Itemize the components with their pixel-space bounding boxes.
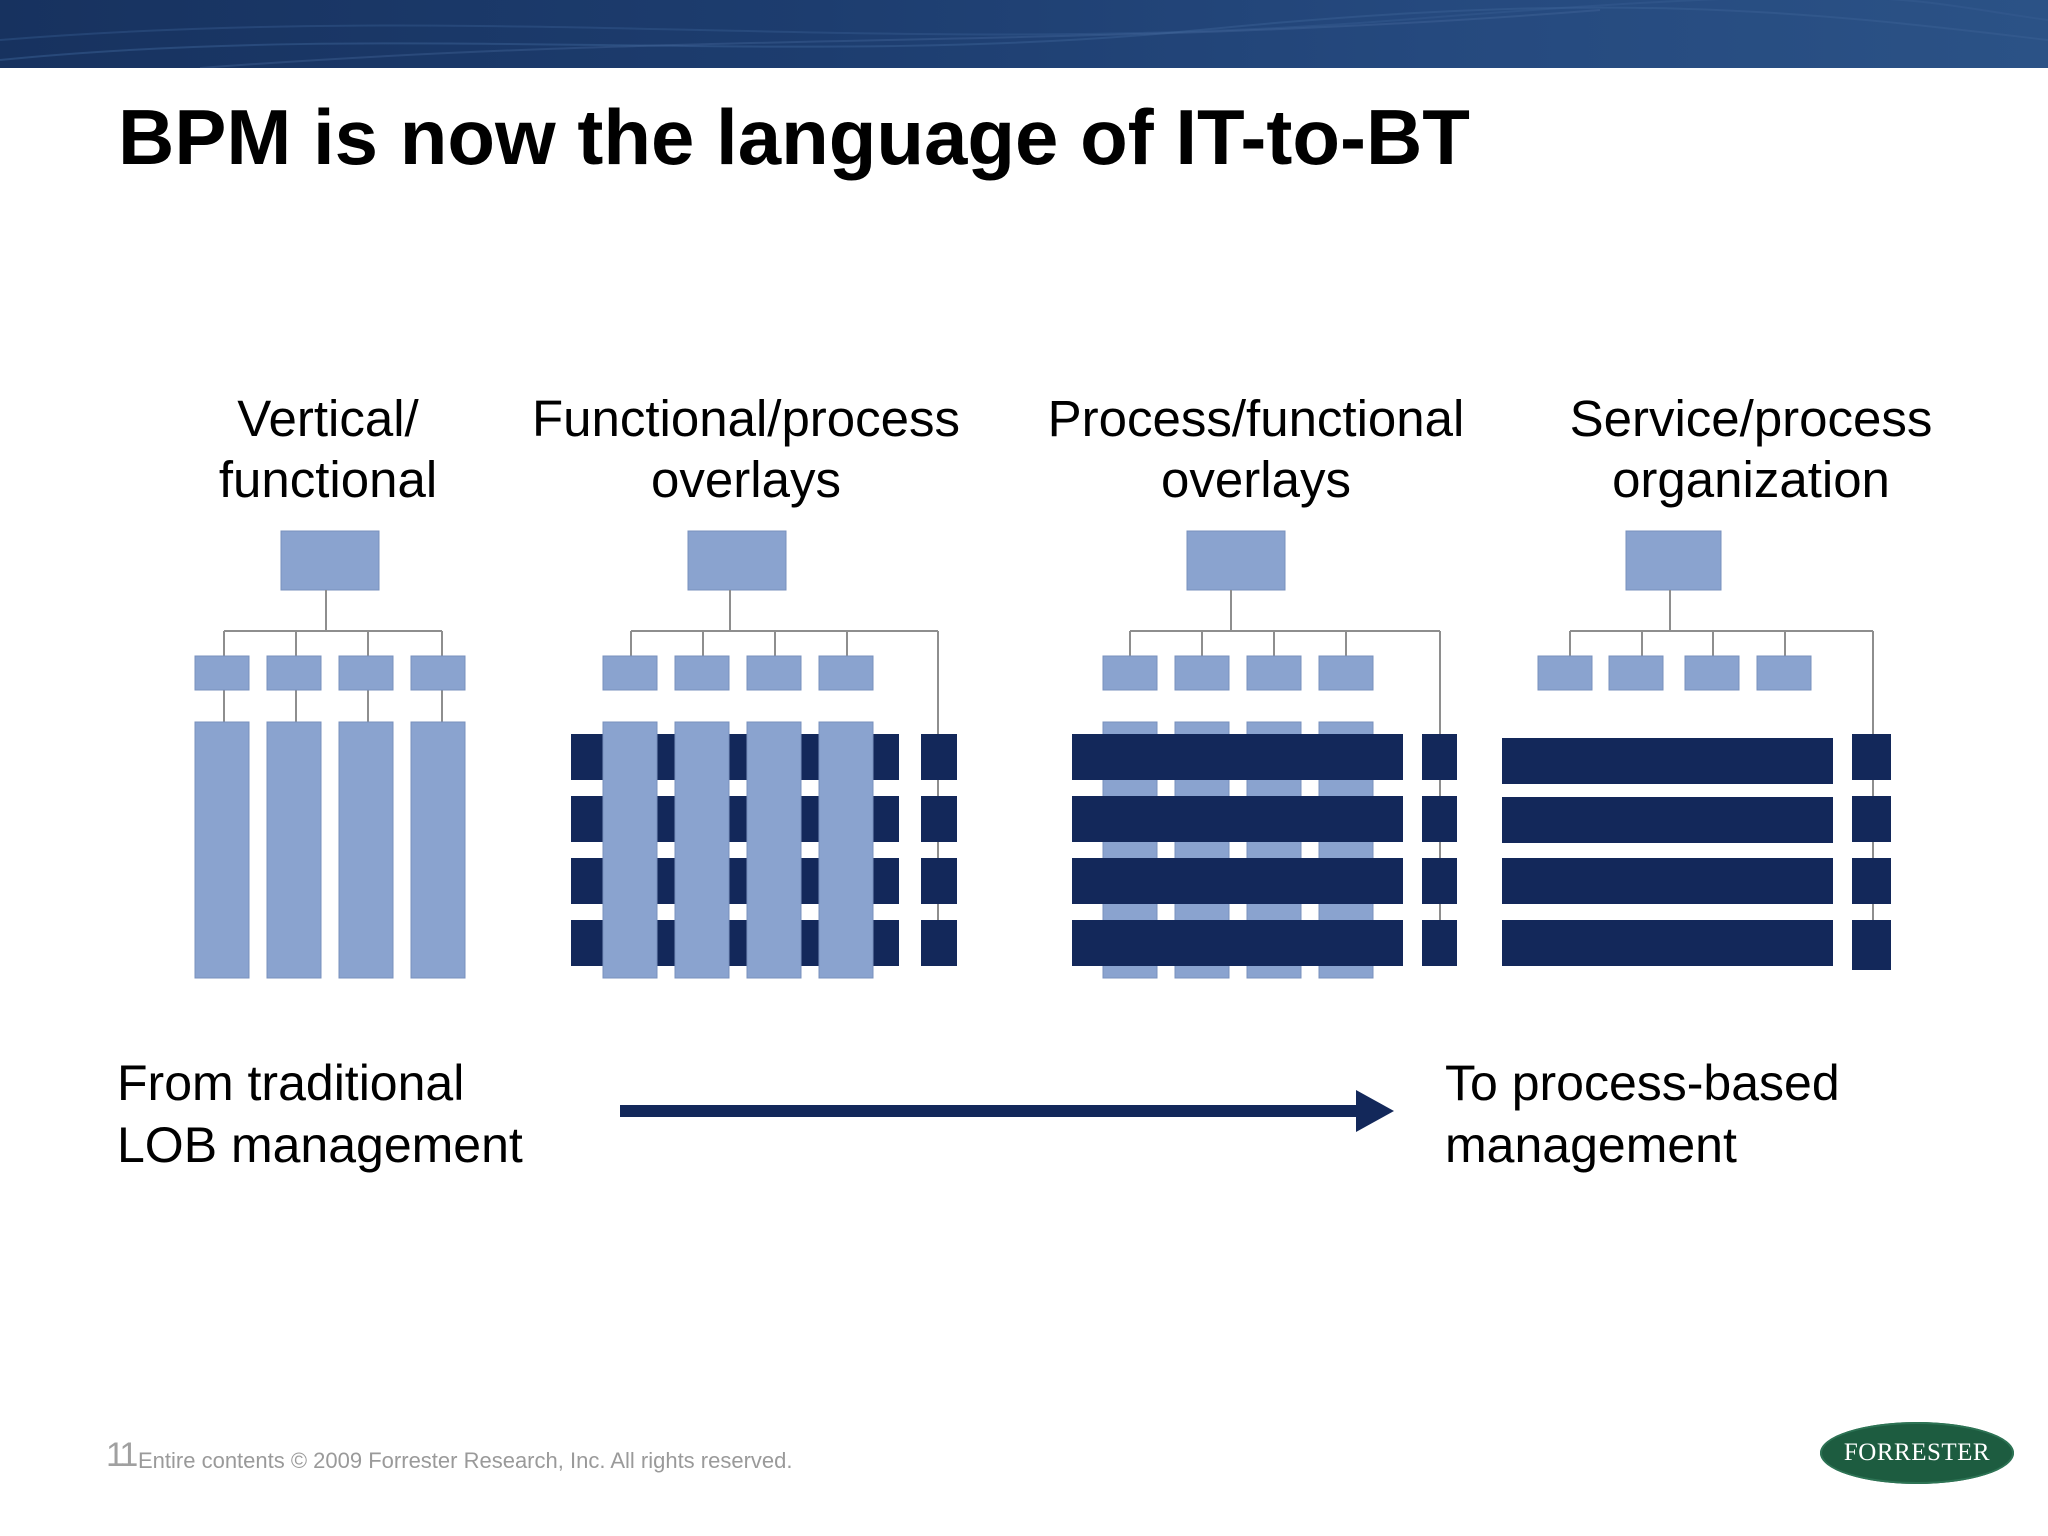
- process-owner-box: [921, 734, 957, 780]
- function-box: [1318, 655, 1374, 691]
- function-column: [266, 721, 322, 979]
- org-chart-service-process-organization: [1502, 530, 1891, 970]
- function-box: [1684, 655, 1740, 691]
- caption-line: management: [1445, 1117, 1737, 1173]
- process-owner-box: [1852, 734, 1891, 780]
- column-label-vertical-functional: Vertical/ functional: [93, 388, 563, 510]
- process-owner-box: [1852, 920, 1891, 970]
- function-box: [1537, 655, 1593, 691]
- progression-arrow: [620, 1090, 1394, 1132]
- column-label-line2: functional: [218, 451, 438, 508]
- function-box: [1756, 655, 1812, 691]
- service-bar: [1502, 858, 1833, 904]
- function-box: [194, 655, 250, 691]
- org-chart-process-functional-overlays: [1072, 530, 1457, 979]
- function-box: [338, 655, 394, 691]
- connector-lines: [1569, 590, 1874, 734]
- process-bar: [1072, 858, 1403, 904]
- function-box: [746, 655, 802, 691]
- column-label-line1: Vertical/: [237, 390, 419, 447]
- column-label-functional-process: Functional/process overlays: [511, 388, 981, 510]
- connector-lines: [223, 590, 443, 722]
- column-label-line1: Service/process: [1569, 390, 1933, 447]
- column-label-service-process: Service/process organization: [1516, 388, 1986, 510]
- org-chart-functional-process-overlays: [571, 530, 957, 979]
- function-box: [674, 655, 730, 691]
- function-column: [410, 721, 466, 979]
- process-bar: [1072, 796, 1403, 842]
- function-box: [1608, 655, 1664, 691]
- connector-lines: [1129, 590, 1441, 734]
- column-label-line1: Functional/process: [531, 390, 961, 447]
- org-root-box: [687, 530, 787, 591]
- function-box: [1174, 655, 1230, 691]
- forrester-logo: FORRESTER: [1820, 1422, 2014, 1484]
- column-label-line2: overlays: [651, 451, 841, 508]
- function-box: [1246, 655, 1302, 691]
- column-label-line1: Process/functional: [1047, 390, 1465, 447]
- header-swirl-decoration: [0, 0, 2048, 68]
- caption-line: From traditional: [117, 1055, 465, 1111]
- function-box: [602, 655, 658, 691]
- function-column: [194, 721, 250, 979]
- connector-lines: [630, 590, 939, 734]
- caption-line: To process-based: [1445, 1055, 1840, 1111]
- org-root-box: [1625, 530, 1722, 591]
- process-owner-box: [1422, 796, 1457, 842]
- column-label-line2: overlays: [1161, 451, 1351, 508]
- function-box: [410, 655, 466, 691]
- process-bar: [1072, 734, 1403, 780]
- process-owner-box: [1422, 858, 1457, 904]
- process-owner-box: [1422, 920, 1457, 966]
- logo-text: FORRESTER: [1843, 1439, 1991, 1466]
- function-column: [818, 721, 874, 979]
- caption-to-process-based: To process-based management: [1445, 1052, 1840, 1176]
- page-number: 11: [106, 1436, 138, 1474]
- process-bar: [1072, 920, 1403, 966]
- process-owner-box: [921, 920, 957, 966]
- caption-line: LOB management: [117, 1117, 523, 1173]
- process-owner-box: [1422, 734, 1457, 780]
- process-owner-box: [921, 858, 957, 904]
- header-band: [0, 0, 2048, 68]
- copyright-notice: Entire contents © 2009 Forrester Researc…: [138, 1448, 793, 1473]
- service-bar: [1502, 738, 1833, 784]
- slide-title: BPM is now the language of IT-to-BT: [118, 93, 1470, 181]
- caption-from-traditional: From traditional LOB management: [117, 1052, 523, 1176]
- org-root-box: [280, 530, 380, 591]
- process-owner-box: [1852, 858, 1891, 904]
- function-column: [674, 721, 730, 979]
- org-chart-vertical-functional: [194, 530, 466, 979]
- process-owner-box: [921, 796, 957, 842]
- service-bar: [1502, 797, 1833, 843]
- function-box: [1102, 655, 1158, 691]
- function-box: [818, 655, 874, 691]
- service-bar: [1502, 920, 1833, 966]
- function-column: [602, 721, 658, 979]
- function-column: [746, 721, 802, 979]
- column-label-line2: organization: [1612, 451, 1890, 508]
- function-column: [338, 721, 394, 979]
- org-root-box: [1186, 530, 1286, 591]
- process-owner-box: [1852, 796, 1891, 842]
- function-box: [266, 655, 322, 691]
- column-label-process-functional: Process/functional overlays: [1021, 388, 1491, 510]
